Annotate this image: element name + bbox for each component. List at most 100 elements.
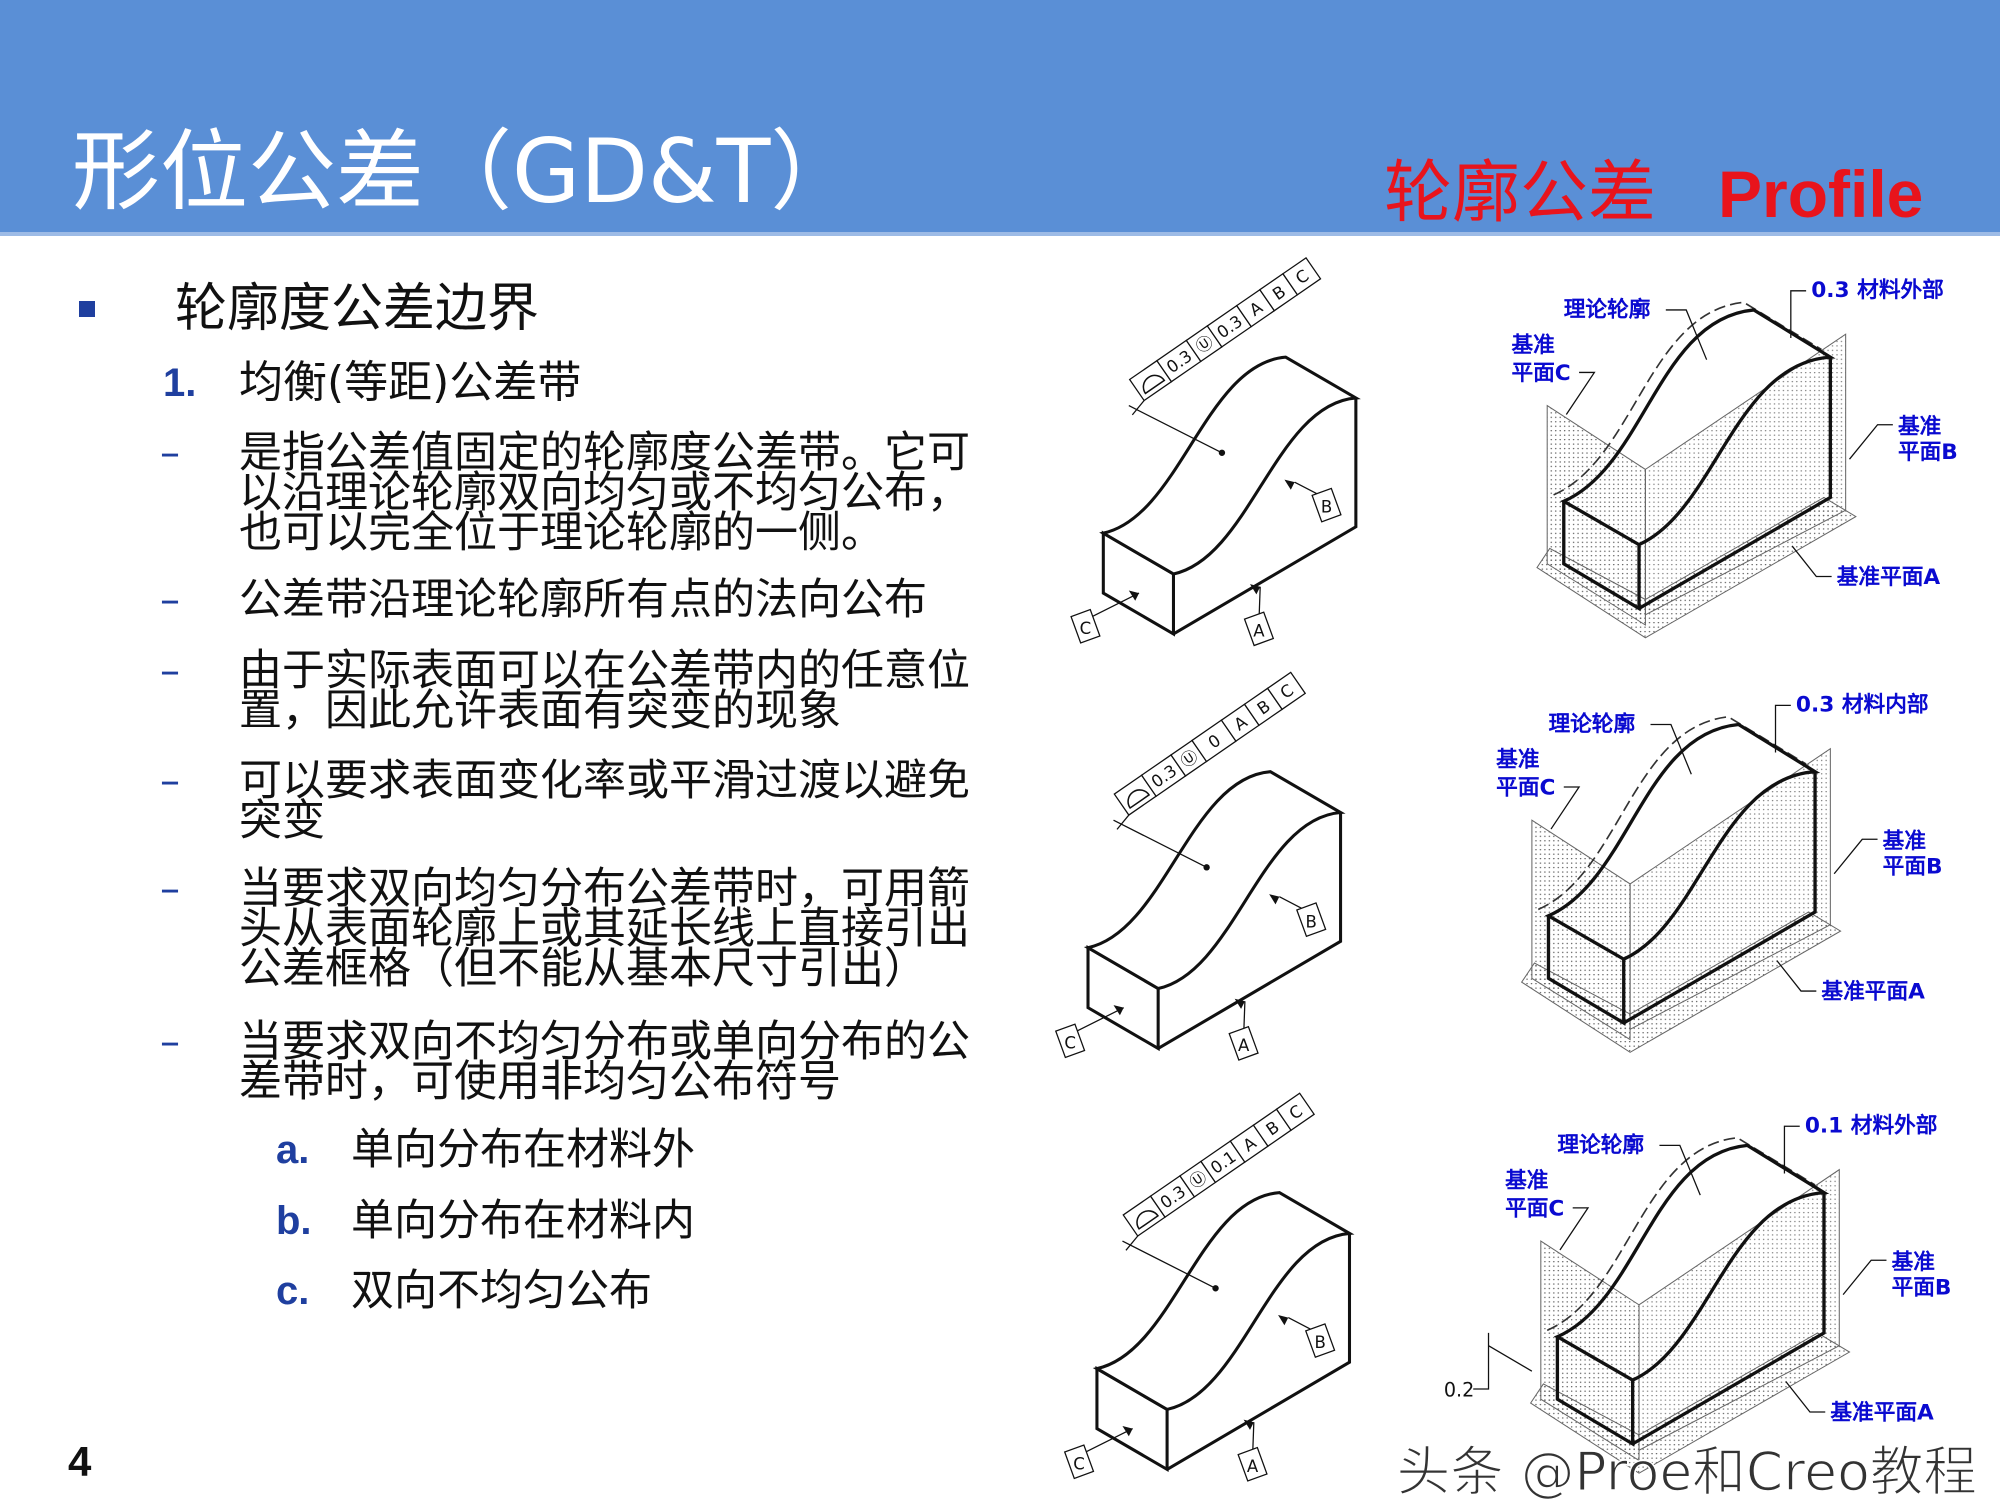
fcf-cell [1282,256,1322,296]
callout-line [1550,786,1581,830]
label-datum-c: 平面C [1505,1197,1564,1222]
datum-box [1311,487,1342,523]
profile-surface-icon [1127,789,1151,810]
part-edges [1546,771,1817,1026]
datum-label: C [1080,619,1092,638]
item-line: 置，因此允许表面有突变的现象 [239,686,841,736]
zone-arrow [1790,290,1807,339]
sub-item: 双向不均匀公布 [351,1266,652,1316]
datum-label: B [1314,1333,1325,1352]
block-side-edges [1166,1233,1352,1471]
datum-triangle-icon [1234,998,1245,1009]
watermark: 头条 @Proe和Creo教程 [1397,1440,1977,1500]
tolerance-boundary [1537,715,1807,911]
item-line: 差带时，可使用非均匀公布符号 [239,1057,841,1107]
leader-dot [1218,449,1226,456]
sub-letter: a. [276,1128,310,1172]
callout-line [1776,960,1817,992]
item-line: 由于实际表面可以在公差带内的任意位 [239,646,970,696]
label-datum-b: 平面B [1898,440,1958,465]
item-line: 当要求双向均匀分布公差带时，可用箭 [239,864,970,914]
datum-label: A [1247,1457,1259,1476]
label-datum-b: 基准 [1892,1250,1936,1275]
leader-dot [1203,864,1210,871]
sub-item: 单向分布在材料外 [351,1125,695,1175]
dash-bullet: – [160,648,180,694]
datum-label: B [1306,912,1317,931]
datum-triangle-icon [1284,479,1295,490]
label-datum-a: 基准平面A [1837,565,1941,590]
label-datum-a: 基准平面A [1821,980,1925,1005]
callout-line [1785,1380,1826,1413]
page-number: 4 [68,1438,92,1485]
datum-box [1243,611,1275,647]
callout-line [1833,838,1878,875]
dash-bullet: – [160,1019,180,1065]
dash-bullet: – [160,758,180,804]
item-line: 公差框格（但不能从基本尺寸引出） [239,944,927,994]
datum-box [1304,1323,1336,1359]
callout-line [1848,424,1893,460]
label-offset-value: 0.2 [1444,1379,1474,1402]
offset-dimension [1473,1332,1533,1390]
label-datum-c: 基准 [1496,748,1540,773]
datum-box [1237,1446,1268,1482]
part-edges [1555,1192,1826,1447]
list-item: 当要求双向不均匀分布或单向分布的公 差带时，可使用非均匀公布符号 [239,1021,970,1107]
callout-line [1665,309,1708,360]
datum-leader [1069,1007,1125,1036]
item-line: 是指公差值固定的轮廓度公差带。它可 [239,428,970,478]
datum-triangle-icon [1278,1315,1289,1326]
label-datum-c: 基准 [1505,1169,1549,1194]
topic-title-cn: 轮廓公差 [1384,154,1657,233]
callout-line [1791,545,1832,578]
leader-line [1113,819,1207,868]
numbered-item-text: 均衡(等距)公差带 [239,357,582,408]
datum-box [1070,608,1101,644]
tolerance-boundary [1546,1136,1816,1332]
dash-bullet: – [160,866,180,912]
datum-leader [1085,592,1140,621]
item-line: 突变 [239,796,325,846]
label-datum-c: 基准 [1511,333,1555,358]
fcf-cell [1275,1092,1316,1132]
label-datum-b: 基准 [1898,415,1942,440]
datum-label: B [1321,498,1332,517]
item-line: 也可以完全位于理论轮廓的一侧。 [239,508,884,558]
list-item: 公差带沿理论轮廓所有点的法向公布 [239,579,927,622]
part-edges [1562,357,1833,612]
label-tolerance-zone: 0.1 材料外部 [1805,1113,1938,1139]
datum-label: C [1064,1033,1076,1052]
datum-box [1228,1025,1259,1061]
square-bullet-icon [79,301,95,317]
zone-arrow [1783,1125,1800,1174]
callout-line [1659,1144,1701,1196]
datum-triangle-icon [1243,1419,1254,1430]
list-item: 可以要求表面变化率或平滑过渡以避免 突变 [239,760,970,846]
label-datum-c: 平面C [1511,361,1570,386]
sub-item: 单向分布在材料内 [351,1196,695,1246]
label-datum-b: 基准 [1883,829,1927,854]
datum-plane-c [1546,404,1646,626]
datum-triangle-icon [1128,590,1140,601]
item-line: 头从表面轮廓上或其延长线上直接引出 [239,904,970,954]
list-number: 1. [163,361,197,405]
callout-line [1565,371,1596,415]
list-item: 是指公差值固定的轮廓度公差带。它可 以沿理论轮廓双向均匀或不均匀公布， 也可以完… [239,428,970,558]
datum-triangle-icon [1250,584,1261,595]
datum-box [1063,1444,1095,1480]
callout-line [1650,723,1692,775]
dash-bullet: – [160,430,180,476]
section-heading: 轮廓度公差边界 [175,279,540,339]
leader-line [1128,405,1223,454]
label-true-profile: 理论轮廓 [1548,711,1635,737]
label-true-profile: 理论轮廓 [1557,1132,1644,1158]
label-datum-a: 基准平面A [1830,1401,1934,1426]
label-datum-b: 平面B [1883,855,1943,880]
profile-surface-icon [1136,1210,1160,1230]
